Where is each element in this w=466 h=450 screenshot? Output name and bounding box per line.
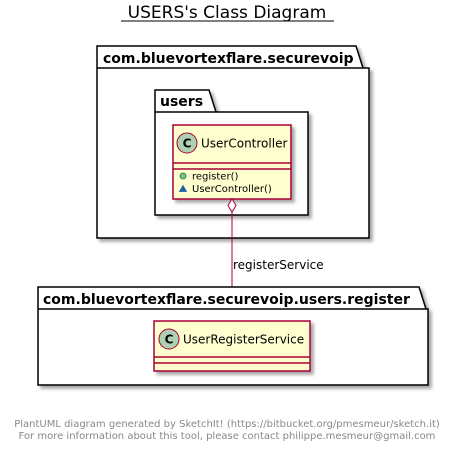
member-constructor: UserController() (192, 184, 272, 195)
class-stereotype-letter: C (165, 333, 174, 347)
package-visibility-icon (178, 184, 188, 192)
class-name-user-register-service: UserRegisterService (183, 333, 304, 347)
association-label: registerService (233, 258, 324, 272)
package-users-register-label: com.bluevortexflare.securevoip.users.reg… (43, 292, 410, 308)
package-securevoip-label: com.bluevortexflare.securevoip (103, 51, 354, 67)
class-stereotype-icon (158, 328, 180, 350)
class-user-controller: C UserController register() UserControll… (172, 124, 292, 200)
member-register: register() (192, 172, 238, 183)
class-stereotype-letter: C (183, 137, 192, 151)
class-user-register-service: C UserRegisterService (153, 320, 311, 372)
aggregation-diamond-icon (227, 198, 237, 213)
class-name-user-controller: UserController (201, 137, 287, 151)
package-users-label: users (160, 94, 203, 110)
public-visibility-icon (179, 172, 187, 180)
diagram-title: USERS's Class Diagram (128, 3, 327, 23)
class-stereotype-icon (176, 132, 198, 154)
footer-line-1: PlantUML diagram generated by SketchIt! … (14, 419, 440, 430)
footer-line-2: For more information about this tool, pl… (19, 431, 436, 442)
